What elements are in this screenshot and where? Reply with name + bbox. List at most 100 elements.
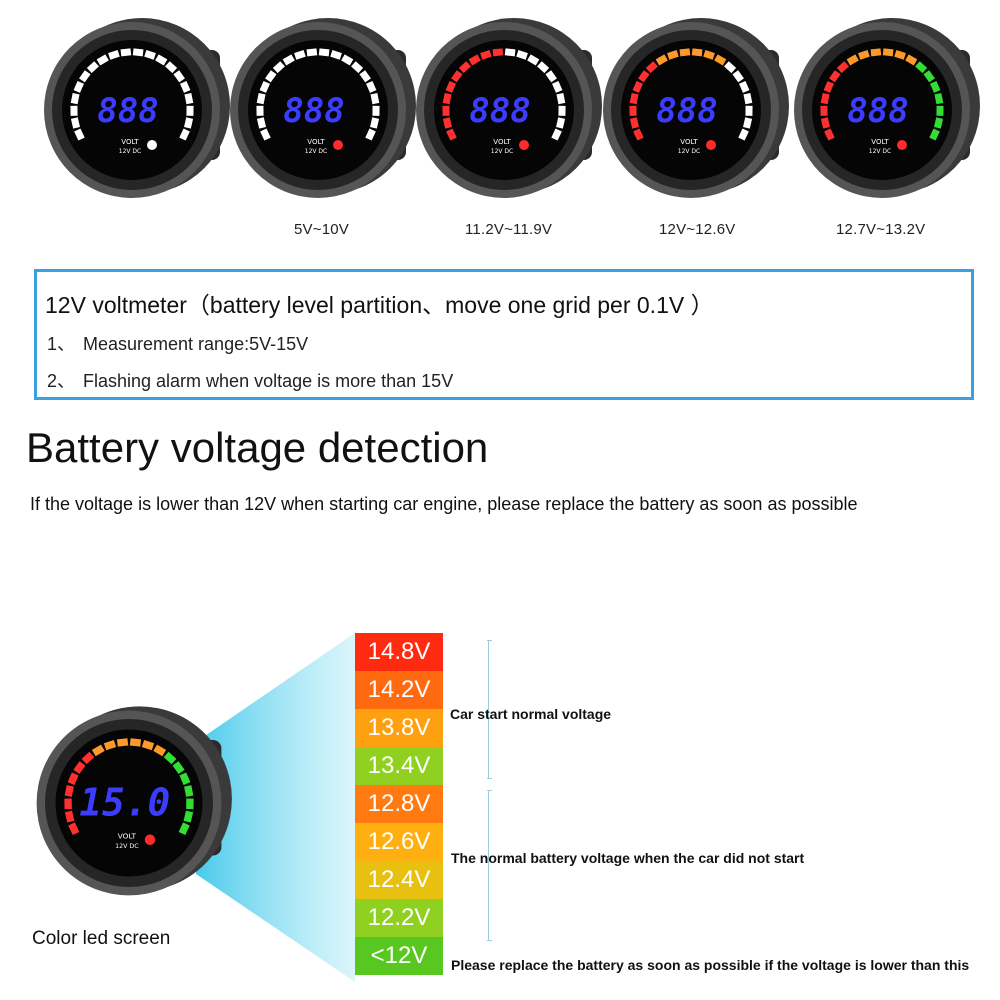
gauge-label-volt: VOLT bbox=[493, 138, 511, 146]
gauge-segment bbox=[703, 50, 715, 60]
gauge-digits: 888 bbox=[847, 91, 908, 131]
gauge-segment bbox=[829, 70, 841, 83]
gauge-segment bbox=[67, 772, 79, 786]
gauge-segment bbox=[655, 54, 668, 66]
bracket-normal-voltage bbox=[487, 790, 492, 941]
gauge-segment bbox=[823, 80, 834, 93]
note-replace-battery: Please replace the battery as soon as po… bbox=[451, 957, 970, 973]
gauge-segment bbox=[870, 48, 882, 57]
gauge-digits: 888 bbox=[469, 91, 530, 131]
gauge-segment bbox=[294, 50, 306, 60]
gauge-segment bbox=[558, 105, 566, 116]
gauge-label-dc: 12V DC bbox=[869, 148, 891, 155]
gauge-segment bbox=[330, 50, 342, 60]
gauge-segment bbox=[820, 105, 828, 116]
gauge-label-volt: VOLT bbox=[307, 138, 325, 146]
gauge-segment bbox=[178, 822, 190, 836]
gauge-segment bbox=[186, 105, 194, 116]
gauge-segment bbox=[739, 80, 750, 93]
info-item-text: Flashing alarm when voltage is more than… bbox=[83, 371, 454, 391]
info-item-1: 1、Measurement range:5V-15V bbox=[47, 330, 308, 356]
gauge-segment bbox=[64, 785, 74, 797]
gauge-segment bbox=[272, 61, 285, 74]
gauge-segment bbox=[318, 48, 330, 57]
gauge-segment bbox=[930, 80, 941, 93]
gauge-label-dc: 12V DC bbox=[678, 148, 700, 155]
gauge-segment bbox=[882, 48, 894, 57]
info-item-2: 2、Flashing alarm when voltage is more th… bbox=[47, 367, 453, 393]
gauge-segment bbox=[905, 54, 918, 66]
info-title: 12V voltmeter（battery level partition、mo… bbox=[45, 292, 714, 318]
gauge-segment bbox=[633, 128, 644, 141]
gauge-segment bbox=[923, 70, 935, 83]
gauge-segment bbox=[714, 54, 727, 66]
gauge-segment bbox=[442, 105, 450, 116]
screen-label: Color led screen bbox=[32, 928, 171, 949]
gauge-segment bbox=[724, 61, 737, 74]
gauge-segment bbox=[341, 54, 354, 66]
gauge-segment bbox=[743, 117, 753, 129]
gauge-digits: 15.0 bbox=[79, 781, 170, 825]
gauge-segment bbox=[632, 80, 643, 93]
gauge-segment bbox=[79, 70, 91, 83]
gauge-segment bbox=[163, 751, 177, 765]
gauge-segment bbox=[96, 54, 109, 66]
gauge-segment bbox=[820, 93, 830, 105]
gauge-segment bbox=[545, 70, 557, 83]
gauge-segment bbox=[70, 93, 80, 105]
gauge-segment bbox=[91, 744, 105, 757]
gauge-segment bbox=[184, 93, 194, 105]
gauge-indicator-dot bbox=[333, 140, 343, 150]
gauge-segment bbox=[915, 61, 928, 74]
scale-cell: 14.2V bbox=[355, 670, 443, 709]
gauge-segment bbox=[732, 70, 744, 83]
gauge-segment bbox=[552, 80, 563, 93]
scale-cell: <12V bbox=[355, 936, 443, 975]
gauge-segment bbox=[256, 105, 264, 116]
gauge-segment bbox=[265, 70, 277, 83]
gauge-3-caption: 11.2V~11.9V bbox=[465, 221, 553, 238]
gauge-segment bbox=[691, 48, 703, 57]
gauge-segment bbox=[282, 54, 295, 66]
gauge-label-dc: 12V DC bbox=[119, 148, 141, 155]
gauge-segment bbox=[103, 740, 117, 751]
gauge-segment bbox=[365, 128, 376, 141]
gauge-segment bbox=[556, 93, 566, 105]
gauge-segment bbox=[836, 61, 849, 74]
gauge-segment bbox=[934, 117, 944, 129]
gauge-segment bbox=[442, 117, 452, 129]
gauge-segment bbox=[516, 50, 528, 60]
gauge-segment bbox=[165, 61, 178, 74]
note-normal-voltage: The normal battery voltage when the car … bbox=[451, 850, 805, 866]
gauge-segment bbox=[468, 54, 481, 66]
gauge-segment bbox=[370, 93, 380, 105]
gauge-segment bbox=[629, 117, 639, 129]
gauge-label-dc: 12V DC bbox=[491, 148, 513, 155]
gauge-segment bbox=[64, 798, 72, 810]
gauge-segment bbox=[679, 48, 691, 57]
gauge-segment bbox=[629, 93, 639, 105]
gauge-segment bbox=[184, 117, 194, 129]
gauge-segment bbox=[172, 761, 185, 775]
gauge-segment bbox=[180, 80, 191, 93]
gauge-2-caption: 5V~10V bbox=[294, 221, 349, 238]
gauge-segment bbox=[445, 80, 456, 93]
scale-cell: 13.4V bbox=[355, 746, 443, 785]
gauge-segment bbox=[68, 822, 80, 836]
gauge-segment bbox=[155, 54, 168, 66]
scale-cell: 12.2V bbox=[355, 898, 443, 937]
gauge-segment bbox=[141, 740, 155, 751]
gauge-segment bbox=[858, 50, 870, 60]
section-subheading: If the voltage is lower than 12V when st… bbox=[30, 494, 858, 514]
gauge-segment bbox=[256, 117, 266, 129]
gauge-digits: 888 bbox=[283, 91, 344, 131]
gauge-segment bbox=[86, 61, 99, 74]
gauge-segment bbox=[556, 117, 566, 129]
gauge-segment bbox=[179, 772, 191, 786]
